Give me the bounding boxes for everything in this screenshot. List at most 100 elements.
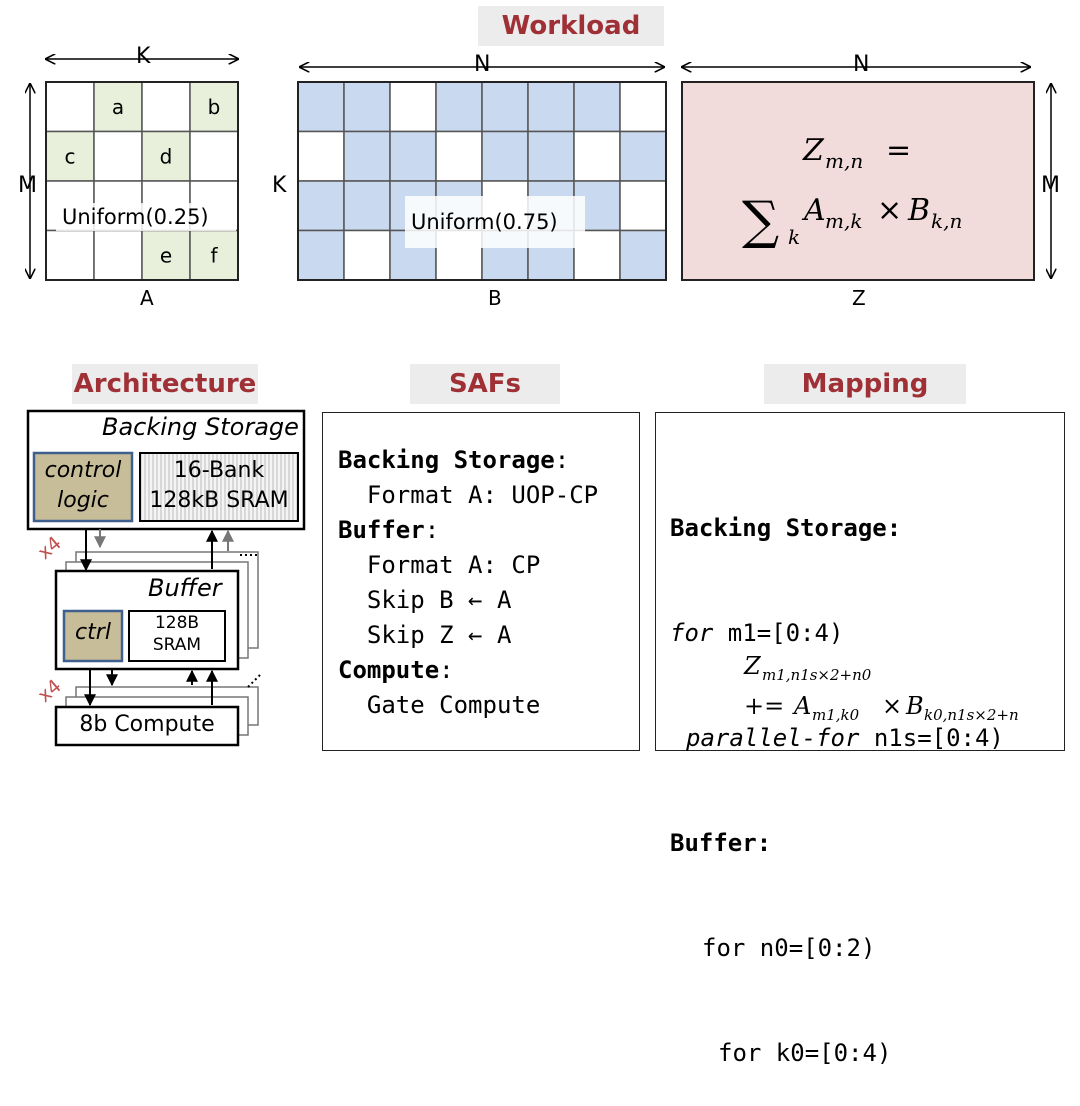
svg-text:k,n: k,n bbox=[931, 209, 962, 233]
matrix-a-cell bbox=[93, 130, 143, 182]
svg-text:A: A bbox=[801, 193, 826, 228]
matrix-b-cell bbox=[343, 81, 391, 133]
matrix-b-caption: B bbox=[488, 286, 502, 310]
matrix-a-cell-label: f bbox=[210, 243, 218, 267]
saf-line: Format A: CP bbox=[338, 551, 541, 579]
buffer-sram-line2: SRAM bbox=[152, 635, 202, 655]
saf-line: Compute: bbox=[338, 656, 454, 684]
matrix-a-cell-label: b bbox=[208, 95, 221, 119]
sram-line1: 16-Bank bbox=[173, 458, 265, 483]
matrix-a-caption: A bbox=[140, 286, 154, 310]
svg-text:B: B bbox=[905, 692, 924, 720]
compute-box bbox=[54, 705, 240, 747]
control-logic-line1: control bbox=[44, 458, 122, 483]
matrix-b-cell bbox=[619, 180, 667, 232]
matrix-b-k-label: K bbox=[272, 173, 287, 198]
svg-text:×: × bbox=[882, 692, 902, 720]
matrix-a-cell-label: c bbox=[65, 144, 76, 168]
matrix-b-cell bbox=[297, 229, 345, 281]
sram-box bbox=[139, 452, 299, 522]
saf-line: Gate Compute bbox=[338, 691, 541, 719]
sram-label: 16-Bank 128kB SRAM bbox=[140, 456, 298, 516]
matrix-a-cell bbox=[45, 229, 95, 281]
matrix-b-cell bbox=[297, 130, 345, 182]
mapping-for-m1: for m1=[0:4) bbox=[670, 619, 844, 647]
matrix-a-cell bbox=[45, 81, 95, 133]
matrix-z bbox=[681, 81, 1035, 281]
control-logic-label: control logic bbox=[34, 456, 132, 516]
control-logic-line2: logic bbox=[57, 488, 109, 513]
matrix-a-cell bbox=[93, 229, 143, 281]
buffer-sram-line1: 128B bbox=[154, 613, 200, 633]
matrix-b-cell bbox=[481, 130, 529, 182]
svg-text:m,k: m,k bbox=[825, 209, 862, 233]
backing-storage-label: Backing Storage bbox=[102, 413, 299, 441]
svg-text:m1,k0: m1,k0 bbox=[812, 706, 860, 724]
svg-text:k: k bbox=[788, 225, 800, 249]
svg-text:B: B bbox=[907, 193, 930, 228]
matrix-a-cell-label: a bbox=[112, 95, 124, 119]
svg-text:×: × bbox=[877, 193, 902, 228]
saf-line: Skip B ← A bbox=[338, 586, 512, 614]
compute-label: 8b Compute bbox=[79, 712, 215, 737]
saf-line: Buffer: bbox=[338, 516, 440, 544]
matrix-b-cell bbox=[527, 81, 575, 133]
matrix-b-cell bbox=[297, 180, 345, 232]
mapping-for-k0: for k0=[0:4) bbox=[718, 1039, 892, 1067]
saf-line: Backing Storage: bbox=[338, 446, 570, 474]
mapping-buffer: Buffer: bbox=[670, 829, 772, 857]
sram-line2: 128kB SRAM bbox=[149, 488, 289, 513]
matrix-b-cell bbox=[343, 229, 391, 281]
svg-text:m1,n1s×2+n0: m1,n1s×2+n0 bbox=[762, 666, 872, 684]
matrix-a-cell bbox=[189, 130, 239, 182]
matrix-b-cell bbox=[435, 81, 483, 133]
matrix-b-n-label: N bbox=[474, 52, 491, 77]
matrix-z-m-label: M bbox=[1041, 173, 1060, 198]
mapping-formula: Z m1,n1s×2+n0 += A m1,k0 × B k0,n1s×2+n bbox=[743, 652, 1019, 724]
matrix-b-cell bbox=[573, 81, 621, 133]
buffer-sram-box bbox=[128, 610, 226, 662]
matrix-b-cell bbox=[343, 130, 391, 182]
workload-title: Workload bbox=[478, 6, 664, 46]
matrix-a-k-label: K bbox=[136, 44, 151, 69]
ctrl-label: ctrl bbox=[75, 620, 111, 645]
matrix-b-cell bbox=[619, 229, 667, 281]
mapping-title: Mapping bbox=[764, 364, 966, 404]
svg-text:∑: ∑ bbox=[742, 191, 779, 251]
mapping-backing-storage: Backing Storage: bbox=[670, 514, 902, 542]
matrix-a-distribution: Uniform(0.25) bbox=[56, 203, 236, 231]
buffer-label: Buffer bbox=[148, 574, 222, 602]
matrix-b-cell bbox=[389, 81, 437, 133]
matrix-a-cell bbox=[141, 81, 191, 133]
matrix-b-cell bbox=[343, 180, 391, 232]
matrix-b-cell bbox=[481, 81, 529, 133]
buffer-sram-label: 128B SRAM bbox=[129, 612, 225, 656]
matrix-b-distribution: Uniform(0.75) bbox=[405, 196, 585, 248]
matrix-b-cell bbox=[527, 130, 575, 182]
matrix-a-cell bbox=[189, 229, 239, 281]
matrix-b-cell bbox=[619, 81, 667, 133]
matrix-b-cell bbox=[297, 81, 345, 133]
mapping-code: Backing Storage: for m1=[0:4) parallel-f… bbox=[670, 441, 1004, 1106]
svg-text:Z: Z bbox=[802, 133, 825, 168]
matrix-b-cell bbox=[435, 130, 483, 182]
matrix-a-cell-label: d bbox=[160, 144, 173, 168]
saf-line: Skip Z ← A bbox=[338, 621, 512, 649]
svg-text:=: = bbox=[886, 133, 911, 168]
matrix-b-cell bbox=[389, 130, 437, 182]
mapping-parallel-for-n1s: parallel-for n1s=[0:4) bbox=[686, 724, 1004, 752]
matrix-b bbox=[297, 81, 667, 281]
matrix-b-cell bbox=[619, 130, 667, 182]
z-formula: Z m,n = ∑ k A m,k × B k,n bbox=[742, 133, 962, 251]
safs-title: SAFs bbox=[410, 364, 560, 404]
svg-text:+=: += bbox=[744, 692, 784, 720]
mapping-panel bbox=[655, 412, 1065, 751]
svg-text:A: A bbox=[792, 692, 811, 720]
svg-text:k0,n1s×2+n: k0,n1s×2+n bbox=[924, 706, 1019, 724]
matrix-b-cell bbox=[573, 130, 621, 182]
architecture-title: Architecture bbox=[72, 364, 258, 404]
control-logic-box bbox=[32, 451, 134, 523]
architecture-diagram bbox=[26, 409, 306, 747]
